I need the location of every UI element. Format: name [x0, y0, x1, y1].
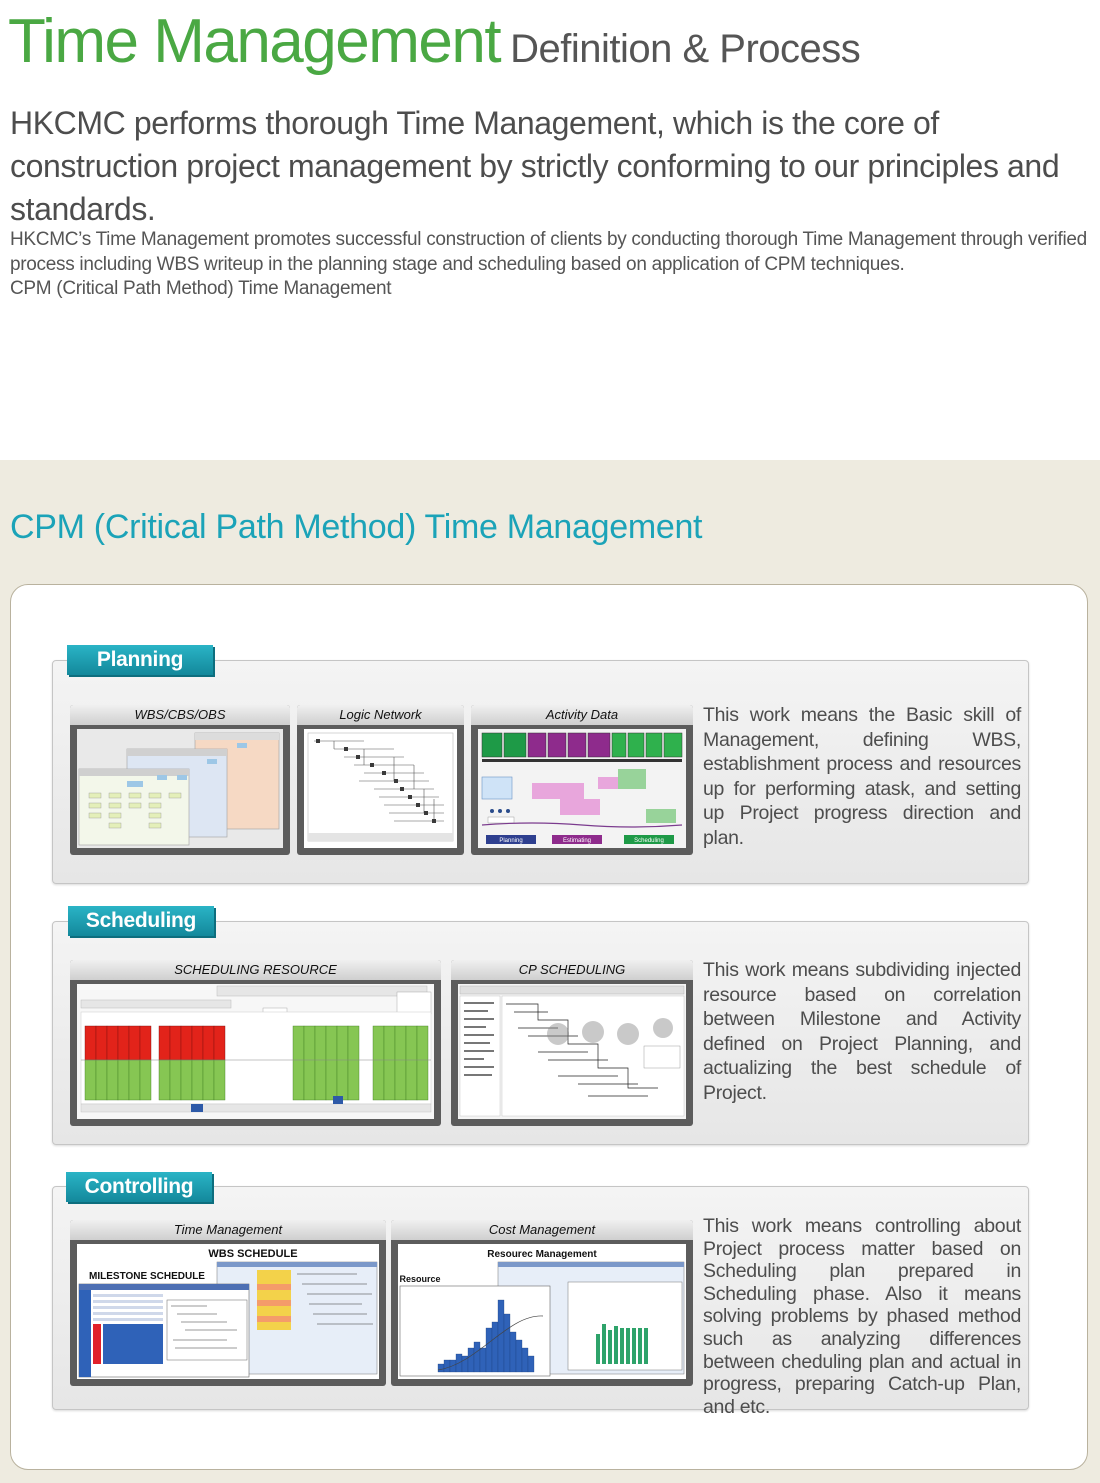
intro-subline: CPM (Critical Path Method) Time Manageme… — [10, 278, 392, 299]
lead-statement: HKCMC performs thorough Time Management,… — [10, 105, 1060, 227]
controlling-panel: Time Management WBS SCHEDULE MILESTONE S… — [52, 1186, 1029, 1410]
planning-panel: WBS/CBS/OBS Logic Network — [52, 660, 1029, 884]
thumb-caption: Logic Network — [297, 705, 464, 725]
time-management-screenshot: WBS SCHEDULE MILESTONE SCHEDULE — [77, 1244, 379, 1379]
thumb-caption: CP SCHEDULING — [451, 960, 693, 980]
planning-description: This work means the Basic skill of Manag… — [703, 704, 1021, 849]
intro-body: HKCMC’s Time Management promotes success… — [10, 228, 1095, 302]
thumb-caption: Cost Management — [391, 1220, 693, 1240]
resource-management-label: Resourec Management — [487, 1249, 597, 1260]
section-title: CPM (Critical Path Method) Time Manageme… — [10, 508, 703, 546]
title-sub: Definition & Process — [510, 27, 861, 71]
intro-paragraph: HKCMC’s Time Management promotes success… — [10, 229, 1087, 275]
resource-label: Resource — [399, 1274, 440, 1284]
thumb-scheduling-resource: SCHEDULING RESOURCE — [70, 960, 441, 1126]
wbs-schedule-label: WBS SCHEDULE — [208, 1248, 297, 1260]
thumb-wbs: WBS/CBS/OBS — [70, 705, 290, 855]
scheduling-resource-screenshot — [77, 984, 434, 1119]
logic-network-screenshot — [304, 729, 457, 848]
thumb-cost-management: Cost Management Resourec Management Reso… — [391, 1220, 693, 1386]
cp-scheduling-screenshot — [458, 984, 686, 1119]
thumb-caption: Time Management — [70, 1220, 386, 1240]
thumb-caption: Activity Data — [471, 705, 693, 725]
scheduling-panel: SCHEDULING RESOURCE — [52, 921, 1029, 1145]
cost-management-screenshot: Resourec Management Resource — [398, 1244, 686, 1379]
thumb-time-management: Time Management WBS SCHEDULE MILESTONE S… — [70, 1220, 386, 1386]
title-main: Time Management — [8, 7, 502, 76]
scheduling-description: This work means subdividing injected res… — [703, 959, 1021, 1104]
thumb-cp-scheduling: CP SCHEDULING — [451, 960, 693, 1126]
tag-controlling: Controlling — [66, 1172, 212, 1202]
tag-planning: Planning — [67, 645, 213, 675]
controlling-description: This work means controlling about Projec… — [703, 1215, 1021, 1418]
activity-footer-scheduling: Scheduling — [634, 838, 664, 844]
thumb-logic-network: Logic Network — [297, 705, 464, 855]
thumb-caption: SCHEDULING RESOURCE — [70, 960, 441, 980]
thumb-caption: WBS/CBS/OBS — [70, 705, 290, 725]
activity-data-screenshot: Planning Estimating Scheduling — [478, 729, 686, 848]
tag-scheduling: Scheduling — [68, 906, 214, 936]
thumb-activity-data: Activity Data — [471, 705, 693, 855]
activity-footer-estimating: Estimating — [563, 838, 591, 844]
milestone-schedule-label: MILESTONE SCHEDULE — [89, 1271, 205, 1282]
wbs-screenshot — [77, 729, 283, 848]
activity-footer-planning: Planning — [499, 838, 522, 844]
